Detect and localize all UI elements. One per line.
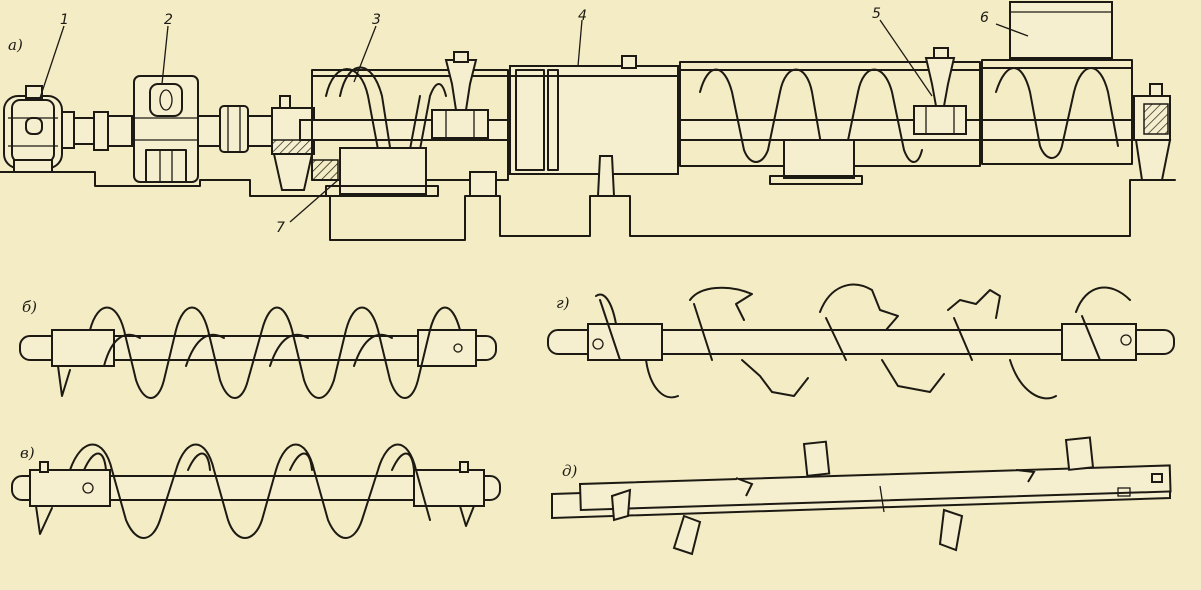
foundation-outline — [0, 171, 1176, 241]
view-d-label: д) — [562, 462, 578, 480]
view-v-ribbon-screw: в) — [11, 443, 501, 539]
discharge-bearing — [1133, 83, 1172, 181]
callout-3: 3 — [372, 12, 381, 28]
callout-7: 7 — [276, 220, 285, 236]
reducer-coupling — [219, 105, 273, 153]
callout-1: 1 — [60, 12, 69, 28]
view-d-paddle-screw: д) — [551, 436, 1172, 556]
trough-section-1 — [311, 66, 509, 197]
callout-2: 2 — [164, 12, 173, 28]
view-b-solid-screw: б) — [19, 298, 497, 399]
view-v-label: в) — [20, 444, 35, 462]
end-bearing — [271, 95, 315, 191]
view-b-label: б) — [22, 298, 37, 316]
conveyor-shaft — [299, 119, 1141, 141]
view-g-cut-flight-screw: г) — [547, 283, 1175, 400]
callout-6: 6 — [980, 10, 989, 26]
trough-section-4 — [469, 55, 679, 197]
leader-lines — [39, 19, 1029, 223]
electric-motor — [3, 85, 75, 173]
view-a-label: а) — [8, 36, 23, 54]
trough-section-inlet — [981, 1, 1133, 165]
motor-coupling — [73, 111, 133, 151]
gear-reducer — [133, 75, 221, 183]
hanger-bearing-1 — [431, 51, 489, 139]
callout-4: 4 — [578, 8, 587, 24]
inlet-hopper — [1009, 1, 1113, 59]
view-a-assembly: а) 1 2 3 4 5 6 7 — [0, 1, 1176, 241]
view-g-label: г) — [556, 294, 570, 312]
callout-5: 5 — [872, 6, 881, 22]
support-block-7 — [339, 147, 427, 195]
hanger-bearing-5 — [913, 47, 967, 135]
